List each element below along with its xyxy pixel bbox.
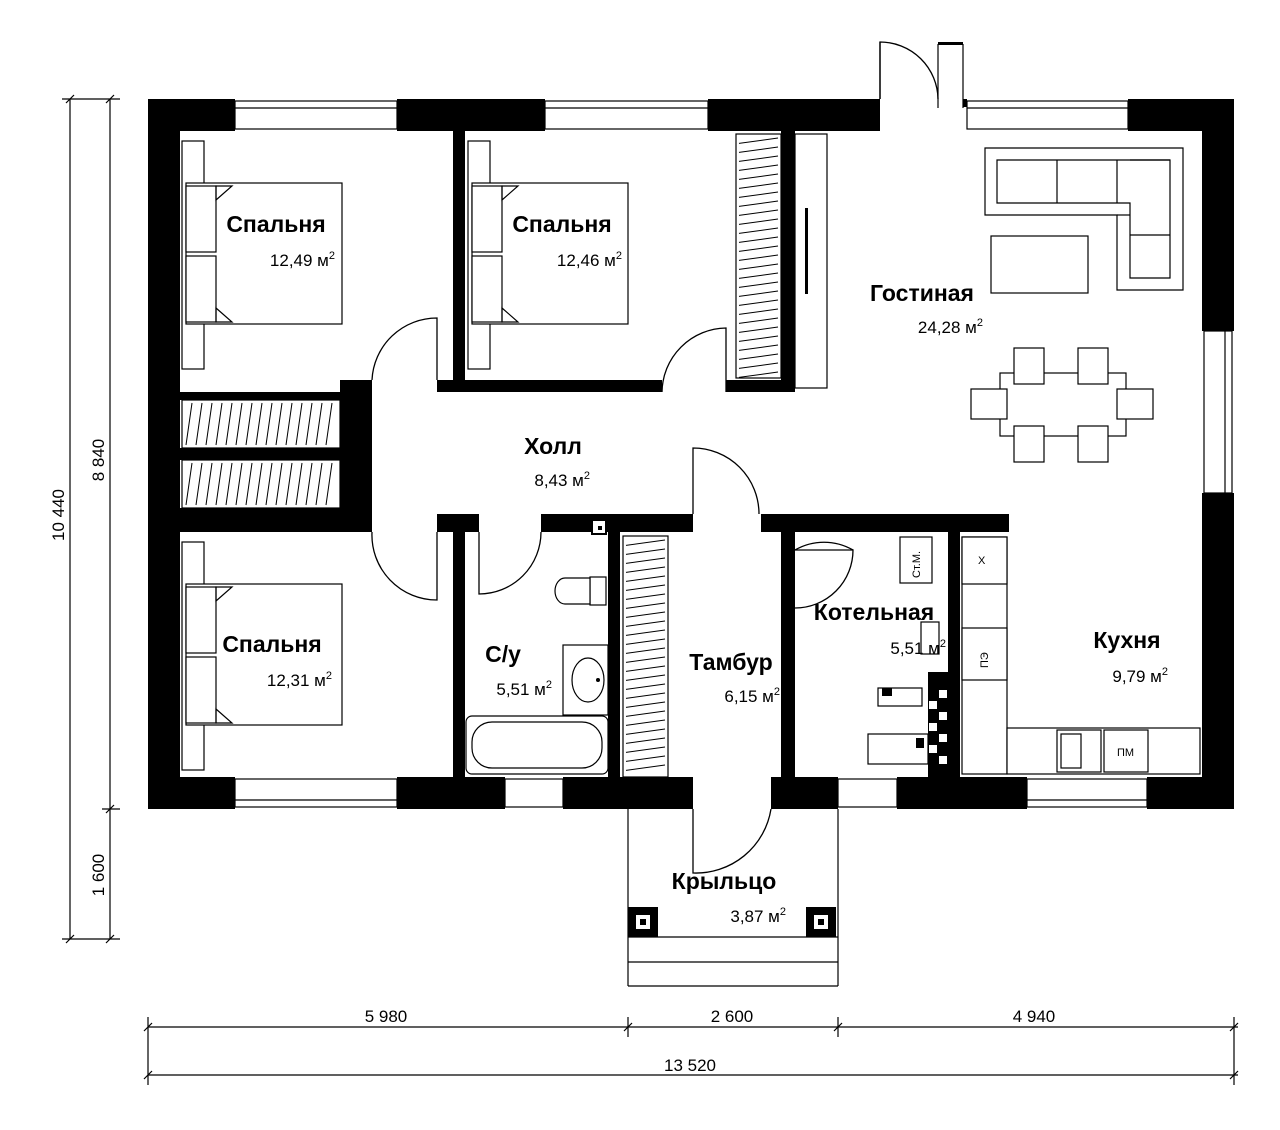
room-name-living: Гостиная	[870, 280, 974, 306]
fridge-label: Х	[978, 555, 986, 567]
bed-3	[181, 541, 343, 771]
room-area-bedroom-1: 12,49 м2	[270, 250, 335, 270]
washer-label: Ст.М.	[911, 551, 923, 578]
kitchen-counter	[961, 536, 1201, 775]
bed-2	[467, 140, 629, 370]
room-name-bedroom-3: Спальня	[222, 631, 321, 657]
dishwasher-label: ПМ	[1117, 747, 1134, 759]
dim-width-3: 4 940	[1013, 1007, 1056, 1026]
stove-label: ПЭ	[979, 652, 991, 668]
appliance-labels: Ст.М. Х ПЭ ПМ	[911, 551, 1134, 759]
room-area-hall: 8,43 м2	[534, 470, 590, 490]
room-area-living: 24,28 м2	[918, 317, 983, 337]
room-area-porch: 3,87 м2	[730, 906, 786, 926]
dim-total-height: 10 440	[49, 489, 68, 541]
dimension-lines: 5 980 2 600 4 940 13 520 10 440 8 840 1 …	[49, 94, 1239, 1085]
furniture	[181, 140, 1201, 775]
exterior-walls	[148, 99, 1234, 809]
room-area-boiler: 5,51 м2	[890, 638, 946, 658]
room-name-boiler: Котельная	[814, 599, 934, 625]
windows	[234, 100, 1233, 808]
doors	[371, 41, 964, 874]
room-area-bedroom-3: 12,31 м2	[267, 670, 332, 690]
room-name-porch: Крыльцо	[672, 868, 777, 894]
room-name-kitchen: Кухня	[1093, 627, 1160, 653]
dim-total-width: 13 520	[664, 1056, 716, 1075]
porch	[627, 809, 839, 987]
room-area-bathroom: 5,51 м2	[496, 679, 552, 699]
coffee-table	[990, 235, 1089, 294]
room-name-bathroom: С/у	[485, 641, 521, 667]
room-area-vestibule: 6,15 м2	[724, 686, 780, 706]
room-name-vestibule: Тамбур	[689, 649, 772, 675]
room-name-hall: Холл	[524, 433, 582, 459]
room-name-bedroom-2: Спальня	[512, 211, 611, 237]
dim-width-2: 2 600	[711, 1007, 754, 1026]
room-area-bedroom-2: 12,46 м2	[557, 250, 622, 270]
dining-set	[970, 347, 1154, 463]
sofa	[984, 147, 1184, 291]
interior-walls	[180, 131, 1009, 777]
bathroom-sink	[562, 644, 609, 716]
room-name-bedroom-1: Спальня	[226, 211, 325, 237]
bed-1	[181, 140, 343, 370]
dim-porch-height: 1 600	[89, 854, 108, 897]
dim-width-1: 5 980	[365, 1007, 408, 1026]
wardrobe-hatching	[181, 133, 828, 778]
room-area-kitchen: 9,79 м2	[1112, 666, 1168, 686]
boiler-equipment	[867, 536, 940, 765]
dim-house-height: 8 840	[89, 439, 108, 482]
bathtub	[465, 715, 609, 775]
room-labels: Спальня 12,49 м2 Спальня 12,46 м2 Гостиная 24…	[222, 211, 1168, 926]
toilet	[554, 576, 607, 606]
